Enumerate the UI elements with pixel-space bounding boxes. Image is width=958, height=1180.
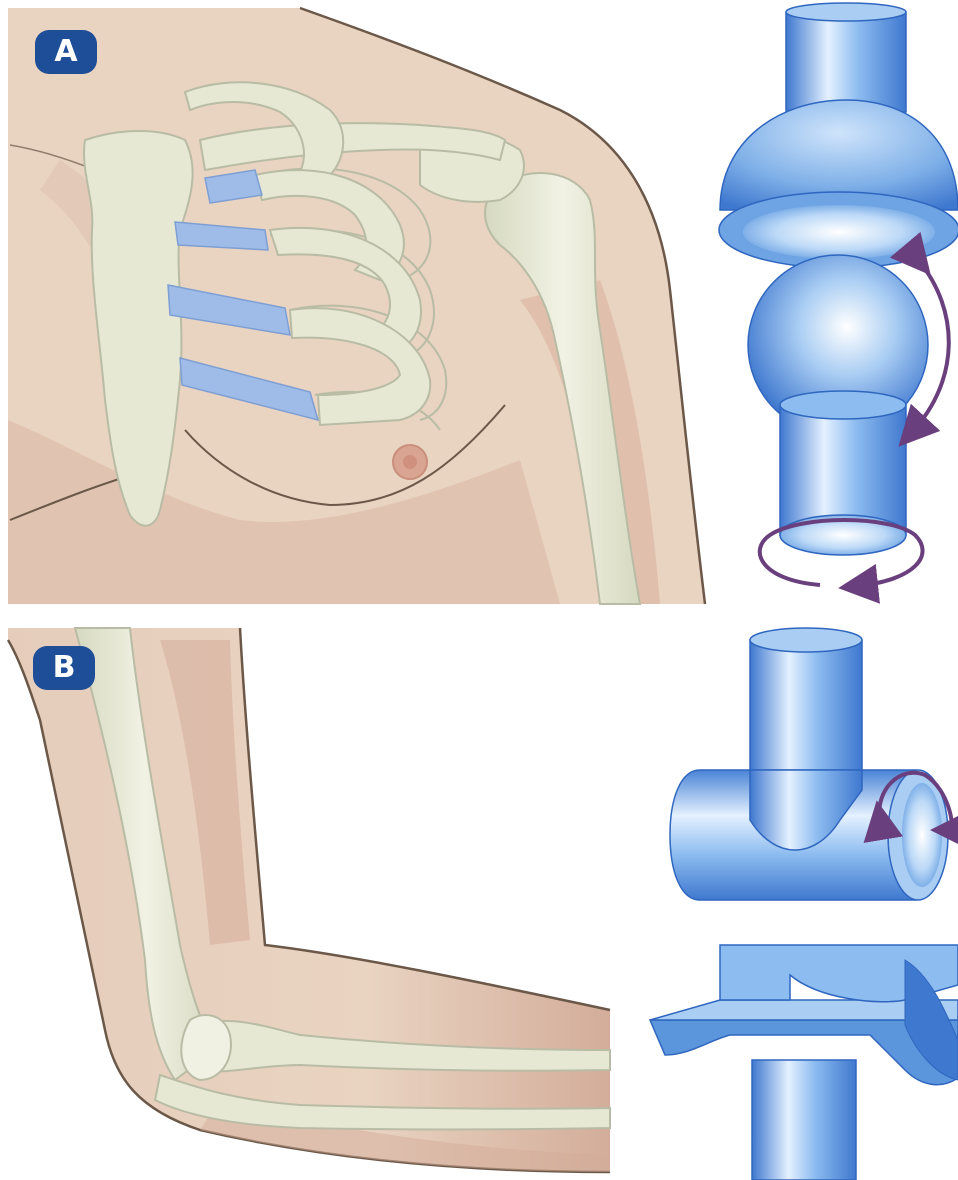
panel-b-elbow-illustration (8, 628, 610, 1172)
panel-a-shoulder-illustration (8, 8, 705, 604)
hinge-joint-model (650, 628, 958, 1180)
panel-label-a: A (35, 30, 97, 74)
panel-label-b: B (33, 646, 95, 690)
ball-and-socket-joint-model (719, 3, 958, 586)
